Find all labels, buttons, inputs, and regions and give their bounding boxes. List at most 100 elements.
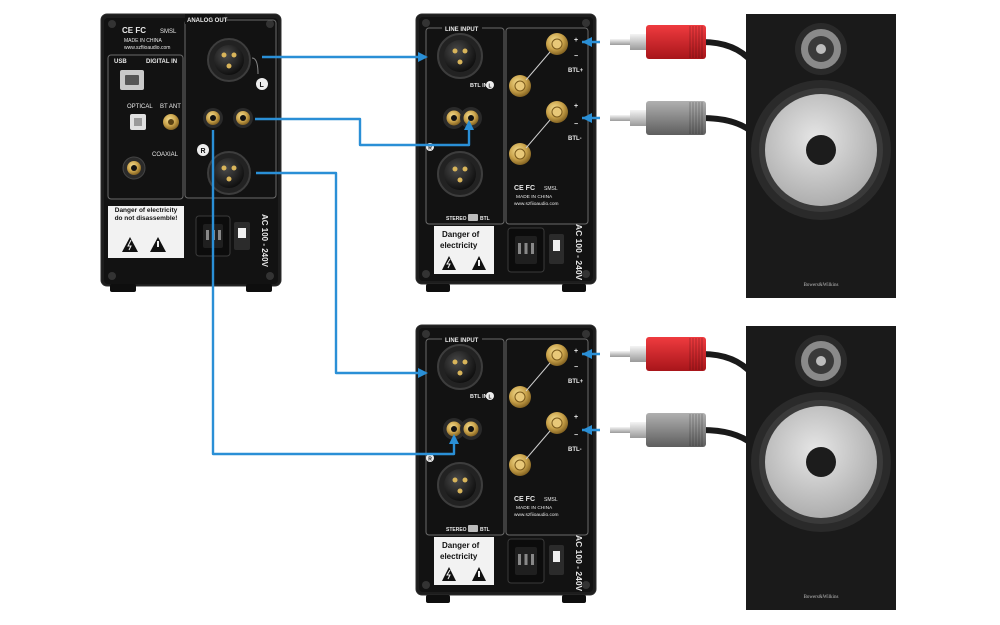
screw <box>582 330 590 338</box>
xlr-pin <box>462 359 468 365</box>
amp-brand-mark: SMSL <box>544 497 558 503</box>
screw <box>266 20 274 28</box>
minus-mark: − <box>574 364 578 371</box>
xlr-pin <box>457 59 463 65</box>
stereo-label: STEREO <box>446 527 467 533</box>
r-marker <box>197 144 209 156</box>
arrow-icon <box>449 434 459 444</box>
amp-website: www.szfiioaudio.com <box>514 512 559 518</box>
speaker-plug-grey[interactable] <box>646 101 706 135</box>
xlr-pin <box>457 488 463 494</box>
tweeter-center <box>816 356 826 366</box>
l-marker <box>256 78 268 90</box>
exclamation-icon <box>157 241 159 247</box>
r-marker-text: R <box>428 146 432 152</box>
amp-website: www.szfiioaudio.com <box>514 201 559 207</box>
exclamation-icon <box>478 260 480 266</box>
minus-mark: − <box>574 121 578 128</box>
line-input-label: LINE INPUT <box>445 338 479 344</box>
rca-pin <box>451 115 457 121</box>
jumper-line <box>525 51 551 81</box>
cable-group <box>211 52 474 456</box>
dac-warning-text: Danger of electricity do not disassemble… <box>114 207 178 222</box>
lightning-bolt-icon <box>446 569 451 580</box>
binding-post-cap <box>514 459 526 471</box>
power-switch-rocker <box>553 551 560 562</box>
amp-warning-line1: Danger of <box>442 541 480 550</box>
xlr-pin <box>226 63 232 69</box>
stereo-btl-switch[interactable] <box>468 525 478 532</box>
arrow-icon <box>418 52 428 62</box>
rca-pin <box>451 426 457 432</box>
line-input-tab <box>442 23 482 33</box>
plug-collar <box>630 34 648 50</box>
binding-post-cap <box>551 38 563 50</box>
bt-antenna-port-inner <box>168 119 174 125</box>
arrow-icon <box>582 349 592 359</box>
warning-icon <box>442 256 456 270</box>
power-switch-rocker <box>238 228 246 238</box>
arrow-icon <box>418 368 428 378</box>
btl-minus-label: BTL- <box>568 447 582 453</box>
cable-xlr-right-to-amp2 <box>256 171 418 375</box>
speaker-assembly: Bowers&Wilkins <box>582 14 896 298</box>
inlet-pin <box>518 554 521 565</box>
rca-pin <box>468 426 474 432</box>
plug-tip <box>610 351 632 357</box>
optical-port-inner <box>134 118 142 126</box>
xlr-pin <box>452 359 458 365</box>
btl-plus-label: BTL+ <box>568 379 584 385</box>
binding-post-cap <box>514 148 526 160</box>
xlr-inner <box>444 469 476 501</box>
btl-label: BTL <box>480 216 490 222</box>
dac-ac-label: AC 100 - 240V <box>260 214 269 268</box>
xlr-inner <box>444 40 476 72</box>
plug-collar <box>630 110 648 126</box>
plug-collar <box>630 422 648 438</box>
stereo-label: STEREO <box>446 216 467 222</box>
amp-made-in: MADE IN CHINA <box>516 194 553 200</box>
dac-foot <box>110 284 136 292</box>
dac-warning-text-box: Danger of electricity do not disassemble… <box>114 207 178 222</box>
screw <box>422 330 430 338</box>
r-marker-text: R <box>201 148 206 155</box>
xlr-pin <box>221 165 227 171</box>
analog-out-frame <box>184 19 277 199</box>
speaker-plug-grey[interactable] <box>646 413 706 447</box>
jumper-line <box>525 362 551 392</box>
inlet-pin <box>531 243 534 254</box>
woofer-dust-cap <box>806 135 836 165</box>
stereo-btl-switch[interactable] <box>468 214 478 221</box>
woofer-dust-cap <box>806 447 836 477</box>
xlr-pin <box>462 48 468 54</box>
speaker-plug-red[interactable] <box>646 25 706 59</box>
dac-made-in: MADE IN CHINA <box>124 38 162 44</box>
amp-ac-label: AC 100 - 240V <box>574 535 584 592</box>
plus-mark: + <box>574 414 578 421</box>
r-marker <box>426 454 434 462</box>
power-switch-rocker <box>553 240 560 251</box>
dac-warning-label <box>108 206 184 258</box>
tweeter-center <box>816 44 826 54</box>
rca-pin <box>240 115 246 121</box>
l-marker-text: L <box>260 82 265 89</box>
btl-minus-label: BTL- <box>568 136 582 142</box>
xlr-inner <box>214 158 244 188</box>
warning-icon <box>442 567 456 581</box>
binding-post-cap <box>551 417 563 429</box>
amp-warning-line2: electricity <box>440 552 478 561</box>
btl-in-label: BTL IN <box>470 394 488 400</box>
digital-in-label: DIGITAL IN <box>146 59 177 65</box>
xlr-inner <box>444 158 476 190</box>
inlet-pin <box>524 554 528 565</box>
rca-pin <box>210 115 216 121</box>
arrow-icon <box>582 37 592 47</box>
inlet-pin <box>524 243 528 254</box>
xlr-pin <box>457 177 463 183</box>
xlr-pin <box>231 165 237 171</box>
screw <box>582 270 590 278</box>
speaker-plug-red[interactable] <box>646 337 706 371</box>
